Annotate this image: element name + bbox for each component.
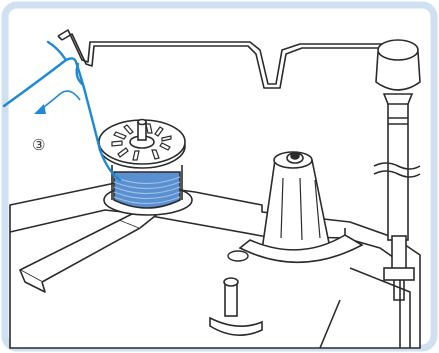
top-hole [228, 251, 248, 261]
step-marker: ③ [32, 136, 45, 154]
